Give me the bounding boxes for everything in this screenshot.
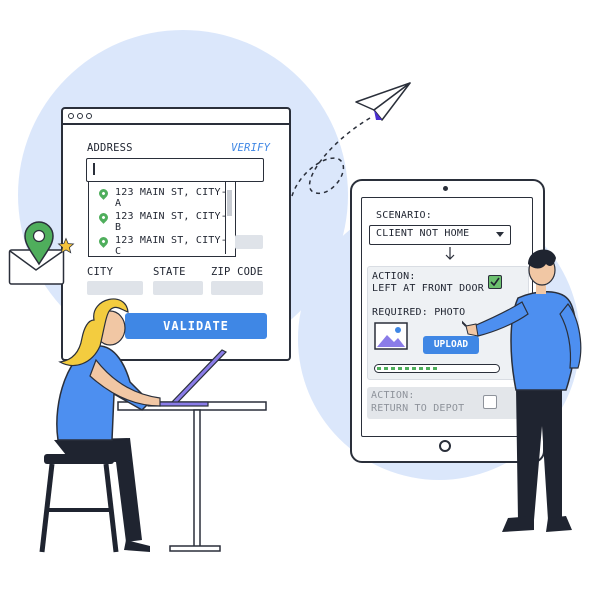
suggestion-text: 123 MAIN ST, CITY-C [115, 235, 227, 257]
action-title: ACTION: [372, 271, 416, 282]
suggestion-item[interactable]: 123 MAIN ST, CITY-C [97, 234, 231, 257]
location-pin-icon [24, 221, 54, 266]
window-control-icon[interactable] [77, 113, 83, 119]
city-field[interactable] [87, 281, 143, 295]
address-line-2-field[interactable] [235, 235, 263, 249]
text-cursor [93, 163, 95, 175]
suggestion-text: 123 MAIN ST, CITY-B [115, 211, 227, 233]
state-label: STATE [153, 266, 186, 278]
window-control-icon[interactable] [68, 113, 74, 119]
upload-progress-bar [374, 364, 500, 373]
action-title: ACTION: [371, 390, 415, 401]
paper-plane-icon [355, 82, 411, 121]
address-label: ADDRESS [87, 142, 133, 154]
camera-icon [443, 186, 448, 191]
suggestion-item[interactable]: 123 MAIN ST, CITY-A [97, 186, 231, 209]
arrow-down-icon [445, 247, 455, 260]
action-description: LEFT AT FRONT DOOR [372, 283, 484, 294]
zip-code-label: ZIP CODE [211, 266, 264, 278]
upload-progress-fill [377, 367, 439, 370]
address-suggestions-dropdown: 123 MAIN ST, CITY-A 123 MAIN ST, CITY-B … [88, 181, 236, 257]
dropdown-scrollbar[interactable] [225, 182, 233, 254]
action-card-return-to-depot[interactable]: ACTION: RETURN TO DEPOT [367, 387, 527, 419]
action-checkbox[interactable] [488, 275, 502, 289]
star-icon [57, 237, 75, 254]
image-icon [374, 322, 408, 350]
suggestion-text: 123 MAIN ST, CITY-A [115, 187, 227, 209]
delivery-app-tablet: SCENARIO: CLIENT NOT HOME ACTION: LEFT A… [350, 179, 545, 463]
scenario-select[interactable]: CLIENT NOT HOME [369, 225, 511, 245]
man-pointing-illustration [462, 249, 582, 532]
required-label: REQUIRED: PHOTO [372, 307, 466, 318]
home-button-icon[interactable] [439, 440, 451, 452]
action-checkbox[interactable] [483, 395, 497, 409]
action-description: RETURN TO DEPOT [371, 403, 465, 414]
chevron-down-icon [496, 232, 504, 237]
city-label: CITY [87, 266, 114, 278]
zip-code-field[interactable] [211, 281, 263, 295]
location-pin-icon [97, 235, 110, 248]
upload-button[interactable]: UPLOAD [423, 336, 479, 354]
state-field[interactable] [153, 281, 203, 295]
location-pin-icon [97, 211, 110, 224]
validate-button[interactable]: VALIDATE [125, 313, 267, 339]
action-card-left-at-door[interactable]: ACTION: LEFT AT FRONT DOOR REQUIRED: PHO… [367, 266, 529, 380]
checkmark-icon [490, 277, 500, 287]
scenario-label: SCENARIO: [376, 210, 432, 221]
verify-link[interactable]: VERIFY [231, 142, 271, 154]
tablet-screen: SCENARIO: CLIENT NOT HOME ACTION: LEFT A… [361, 197, 533, 437]
scrollbar-thumb[interactable] [227, 190, 232, 216]
window-control-icon[interactable] [86, 113, 92, 119]
suggestion-item[interactable]: 123 MAIN ST, CITY-B [97, 210, 231, 233]
location-pin-icon [97, 187, 110, 200]
window-titlebar [63, 109, 289, 125]
scenario-selected-value: CLIENT NOT HOME [376, 228, 470, 239]
address-input[interactable] [86, 158, 264, 182]
woman-at-laptop-illustration [39, 298, 267, 553]
